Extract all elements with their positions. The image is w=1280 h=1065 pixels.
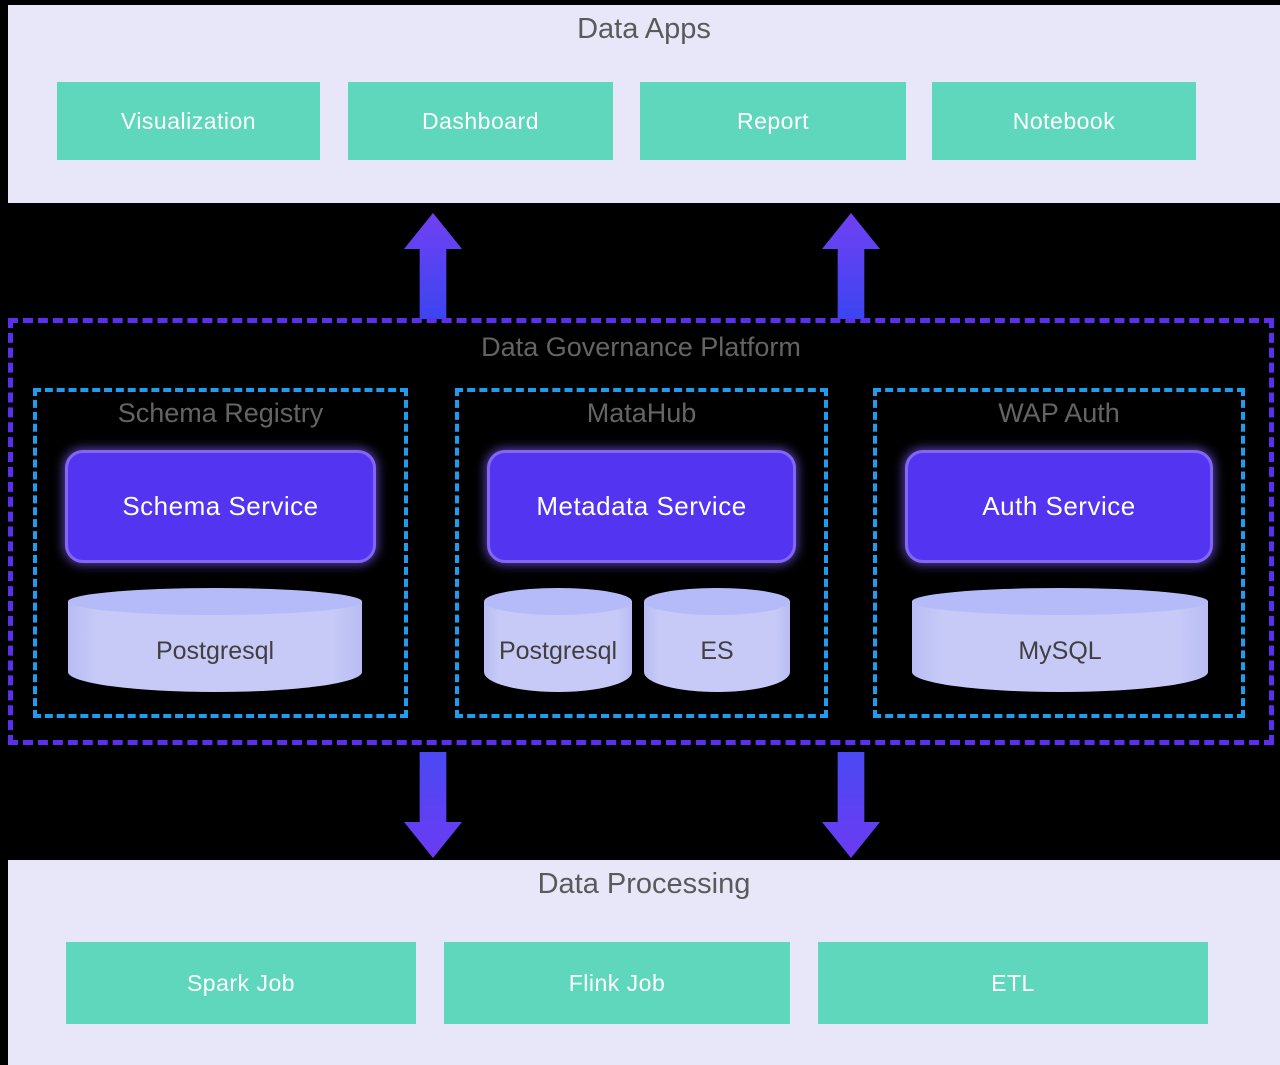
job-box-label: ETL (991, 969, 1035, 996)
data-processing-title: Data Processing (537, 868, 751, 900)
service-label: Auth Service (982, 491, 1136, 521)
database-cylinder-postgresql: Postgresql (484, 588, 632, 692)
app-box-dashboard: Dashboard (348, 82, 613, 160)
app-box-visualization: Visualization (57, 82, 320, 160)
auth-service-box: Auth Service (905, 450, 1213, 563)
group-title: MataHub (586, 398, 697, 428)
cylinder-label: Postgresql (498, 636, 618, 665)
service-label: Metadata Service (536, 491, 747, 521)
arrow-up-icon (404, 213, 462, 319)
cylinder-top (912, 588, 1208, 615)
group-schema-registry: Schema Registry Schema Service Postgresq… (33, 388, 408, 718)
app-box-report: Report (640, 82, 906, 160)
job-box-spark: Spark Job (66, 942, 416, 1024)
group-title: Schema Registry (117, 398, 324, 428)
database-cylinder-postgresql: Postgresql (68, 588, 362, 692)
cylinder-top (644, 588, 790, 615)
metadata-service-box: Metadata Service (487, 450, 796, 563)
group-metahub: MataHub Metadata Service Postgresql ES (455, 388, 828, 718)
cylinder-body (912, 601, 1208, 692)
app-box-label: Report (736, 107, 810, 134)
schema-service-box: Schema Service (65, 450, 376, 563)
app-box-label: Visualization (120, 107, 257, 134)
arrow-up-icon (822, 213, 880, 319)
app-box-notebook: Notebook (932, 82, 1196, 160)
cylinder-body (484, 601, 632, 692)
cylinder-top (484, 588, 632, 615)
arrow-down-icon (404, 752, 462, 858)
group-wap-auth: WAP Auth Auth Service MySQL (873, 388, 1245, 718)
job-box-flink: Flink Job (444, 942, 790, 1024)
cylinder-body (68, 601, 362, 692)
cylinder-label: ES (700, 636, 734, 665)
app-box-label: Notebook (1012, 107, 1116, 134)
cylinder-label: MySQL (1018, 636, 1102, 665)
cylinder-top (68, 588, 362, 615)
job-box-etl: ETL (818, 942, 1208, 1024)
database-cylinder-mysql: MySQL (912, 588, 1208, 692)
database-cylinder-es: ES (644, 588, 790, 692)
app-box-label: Dashboard (421, 107, 540, 134)
group-title: WAP Auth (998, 398, 1120, 428)
data-apps-title: Data Apps (577, 13, 711, 45)
job-box-label: Flink Job (568, 969, 666, 996)
job-box-label: Spark Job (186, 969, 296, 996)
data-processing-panel: Data Processing Spark Job Flink Job ETL (8, 860, 1280, 1065)
cylinder-body (644, 601, 790, 692)
service-label: Schema Service (122, 491, 319, 521)
governance-platform-title: Data Governance Platform (481, 332, 801, 362)
governance-platform: Data Governance Platform Schema Registry… (8, 318, 1274, 745)
arrow-down-icon (822, 752, 880, 858)
data-apps-panel: Data Apps Visualization Dashboard Report… (8, 5, 1280, 203)
cylinder-label: Postgresql (155, 636, 275, 665)
